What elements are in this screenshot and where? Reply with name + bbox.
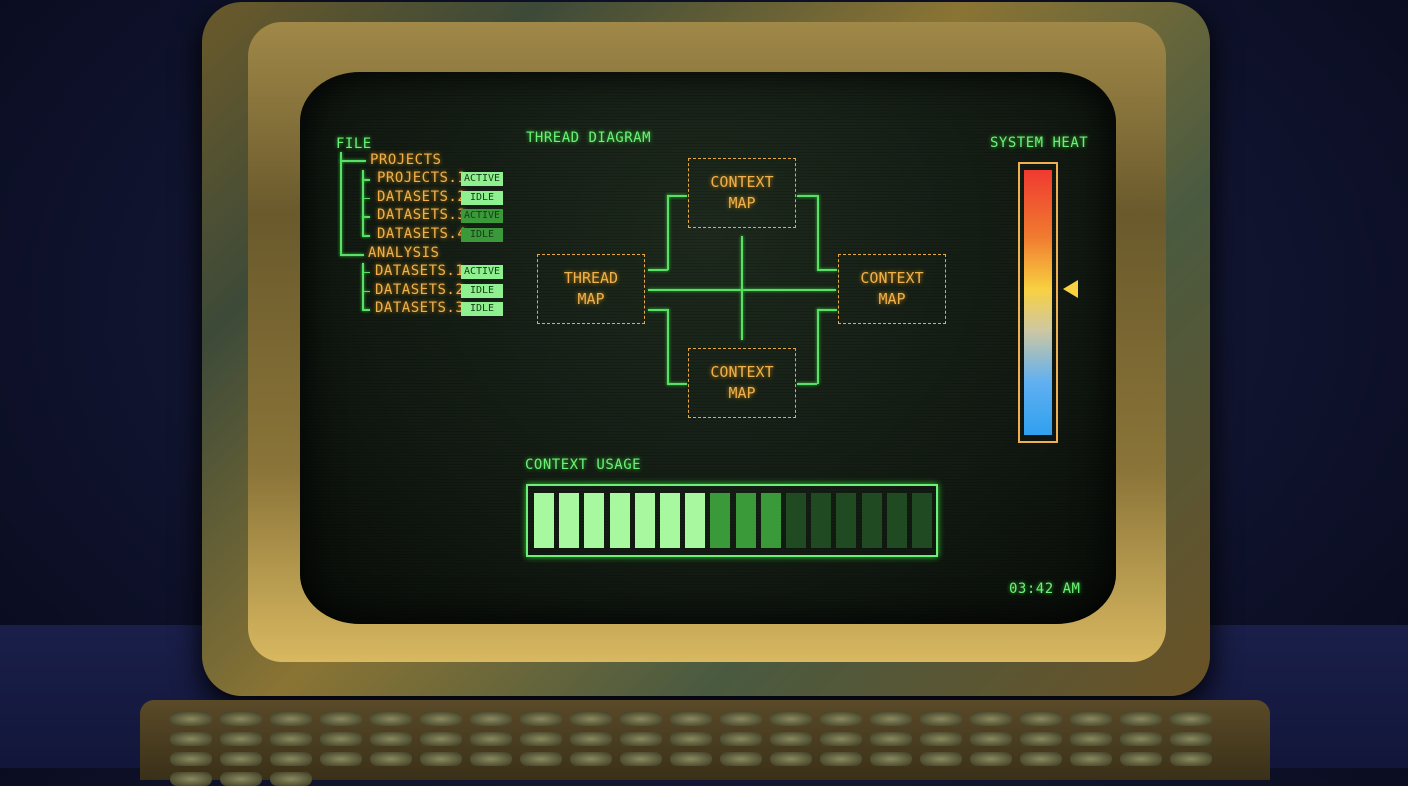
diagram-connector bbox=[797, 383, 817, 385]
diagram-connector bbox=[667, 383, 687, 385]
diagram-node-top[interactable]: CONTEXT MAP bbox=[688, 158, 796, 228]
tree-item[interactable]: DATASETS.1 bbox=[375, 262, 465, 279]
status-badge: ACTIVE bbox=[461, 172, 503, 186]
diagram-node-bottom[interactable]: CONTEXT MAP bbox=[688, 348, 796, 418]
tree-connector bbox=[340, 152, 342, 255]
tree-branch bbox=[362, 271, 370, 274]
status-badge: IDLE bbox=[461, 283, 503, 298]
tree-item[interactable]: DATASETS.2 bbox=[375, 281, 465, 298]
tree-item[interactable]: DATASETS.4 bbox=[377, 226, 467, 243]
status-badge: IDLE bbox=[461, 228, 503, 243]
tree-connector bbox=[362, 170, 364, 236]
tree-item[interactable]: DATASETS.2 bbox=[377, 188, 467, 205]
usage-segment bbox=[811, 493, 832, 548]
usage-segment bbox=[760, 493, 781, 548]
tree-branch bbox=[362, 235, 370, 237]
diagram-connector bbox=[667, 195, 687, 197]
usage-segment bbox=[886, 493, 907, 548]
tree-item[interactable]: DATASETS.3 bbox=[377, 207, 467, 224]
tree-item[interactable]: DATASETS.3 bbox=[375, 300, 465, 317]
diagram-connector bbox=[797, 195, 817, 197]
tree-root[interactable]: FILE bbox=[336, 136, 372, 152]
usage-segment bbox=[836, 493, 857, 548]
usage-segment bbox=[786, 493, 806, 548]
diagram-connector bbox=[817, 269, 837, 271]
diagram-connector bbox=[667, 195, 669, 270]
tree-branch bbox=[362, 290, 370, 292]
usage-segment bbox=[710, 493, 731, 548]
diagram-node-right[interactable]: CONTEXT MAP bbox=[838, 254, 946, 324]
tree-item[interactable]: PROJECTS.1 bbox=[377, 170, 467, 186]
heat-pointer-icon bbox=[1063, 280, 1078, 299]
clock: 03:42 AM bbox=[1009, 581, 1081, 597]
usage-segment bbox=[559, 493, 580, 548]
diagram-connector bbox=[817, 309, 819, 384]
status-badge: IDLE bbox=[461, 302, 503, 317]
diagram-connector bbox=[648, 269, 668, 271]
usage-segment bbox=[912, 493, 932, 548]
tree-branch bbox=[340, 254, 364, 256]
status-badge: ACTIVE bbox=[461, 209, 503, 224]
diagram-connector bbox=[648, 309, 668, 311]
usage-segment bbox=[534, 493, 554, 548]
tree-group[interactable]: ANALYSIS bbox=[368, 244, 440, 261]
diagram-connector bbox=[817, 195, 819, 270]
usage-segment bbox=[634, 493, 655, 548]
heat-title: SYSTEM HEAT bbox=[990, 135, 1089, 151]
diagram-connector bbox=[741, 236, 743, 340]
diagram-title: THREAD DIAGRAM bbox=[526, 130, 652, 146]
usage-segment bbox=[685, 493, 706, 548]
heat-gauge bbox=[1018, 162, 1058, 443]
status-badge: ACTIVE bbox=[461, 264, 503, 279]
tree-branch bbox=[340, 160, 366, 162]
tree-branch bbox=[362, 179, 370, 181]
usage-segment bbox=[584, 493, 605, 548]
heat-gradient bbox=[1024, 170, 1052, 435]
diagram-node-left[interactable]: THREAD MAP bbox=[537, 254, 645, 324]
usage-segment bbox=[609, 493, 630, 548]
usage-title: CONTEXT USAGE bbox=[525, 457, 642, 473]
diagram-connector bbox=[667, 309, 669, 384]
usage-segment bbox=[735, 493, 756, 548]
context-usage-bar bbox=[526, 484, 938, 557]
tree-branch bbox=[362, 216, 370, 218]
diagram-connector bbox=[817, 309, 837, 311]
usage-segment bbox=[660, 493, 680, 548]
tree-branch bbox=[362, 309, 370, 311]
tree-branch bbox=[362, 197, 370, 200]
status-badge: IDLE bbox=[461, 190, 503, 205]
usage-segment bbox=[861, 493, 882, 548]
tree-group[interactable]: PROJECTS bbox=[370, 152, 442, 168]
tree-connector bbox=[362, 262, 364, 310]
